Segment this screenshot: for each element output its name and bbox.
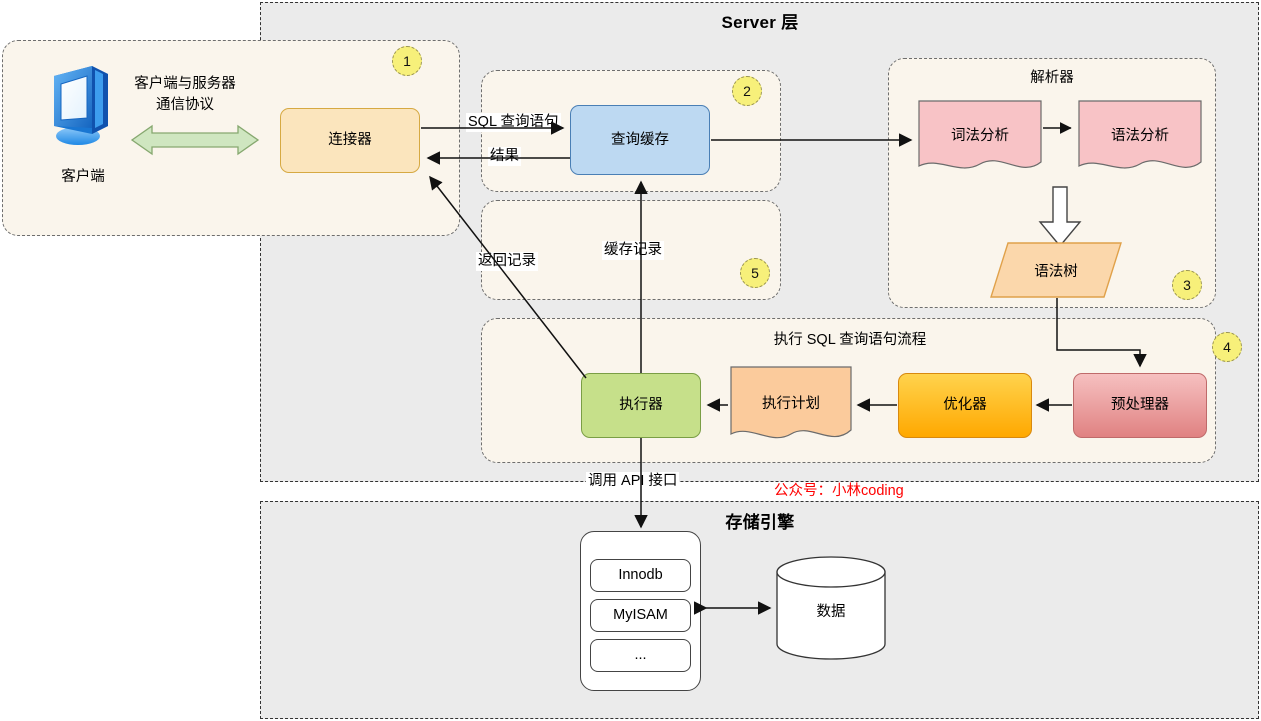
- exec-plan-label: 执行计划: [762, 396, 820, 412]
- data-label: 数据: [816, 604, 846, 620]
- down-block-arrow-icon: [1038, 186, 1082, 248]
- client-label: 客户端: [61, 169, 105, 185]
- badge-4: 4: [1212, 332, 1242, 362]
- cache-record-label: 缓存记录: [602, 241, 664, 260]
- optimizer-node[interactable]: 优化器: [898, 373, 1032, 438]
- return-record-label: 返回记录: [476, 252, 538, 271]
- badge-1: 1: [392, 46, 422, 76]
- badge-2: 2: [732, 76, 762, 106]
- data-cylinder-node[interactable]: 数据: [776, 556, 886, 660]
- client-monitor-icon: [48, 64, 118, 150]
- watermark-text: 公众号：小林coding: [774, 483, 904, 499]
- engine-innodb[interactable]: Innodb: [590, 559, 691, 592]
- executor-node[interactable]: 执行器: [581, 373, 701, 438]
- syntax-analysis-node[interactable]: 语法分析: [1078, 100, 1202, 174]
- syntax-tree-node[interactable]: 语法树: [990, 242, 1122, 298]
- syntax-analysis-label: 语法分析: [1111, 128, 1169, 144]
- parser-group-title: 解析器: [1030, 70, 1074, 86]
- engine-more[interactable]: ...: [590, 639, 691, 672]
- protocol-label-line2: 通信协议: [156, 97, 214, 113]
- protocol-label-line1: 客户端与服务器: [134, 76, 236, 92]
- badge-3: 3: [1172, 270, 1202, 300]
- call-api-label: 调用 API 接口: [586, 472, 680, 491]
- server-layer-title: Server 层: [721, 13, 799, 32]
- engine-myisam[interactable]: MyISAM: [590, 599, 691, 632]
- badge-5: 5: [740, 258, 770, 288]
- preprocessor-node[interactable]: 预处理器: [1073, 373, 1207, 438]
- lexical-analysis-label: 词法分析: [951, 128, 1009, 144]
- syntax-tree-label: 语法树: [1034, 264, 1078, 280]
- lexical-analysis-node[interactable]: 词法分析: [918, 100, 1042, 174]
- storage-layer-title: 存储引擎: [725, 513, 795, 532]
- connector-node[interactable]: 连接器: [280, 108, 420, 173]
- protocol-double-arrow-icon: [130, 122, 260, 158]
- exec-flow-group-title: 执行 SQL 查询语句流程: [773, 332, 927, 348]
- sql-query-label: SQL 查询语句: [466, 113, 561, 132]
- result-label: 结果: [488, 147, 521, 166]
- storage-layer-container: [260, 501, 1259, 719]
- exec-plan-node[interactable]: 执行计划: [730, 366, 852, 446]
- query-cache-node[interactable]: 查询缓存: [570, 105, 710, 175]
